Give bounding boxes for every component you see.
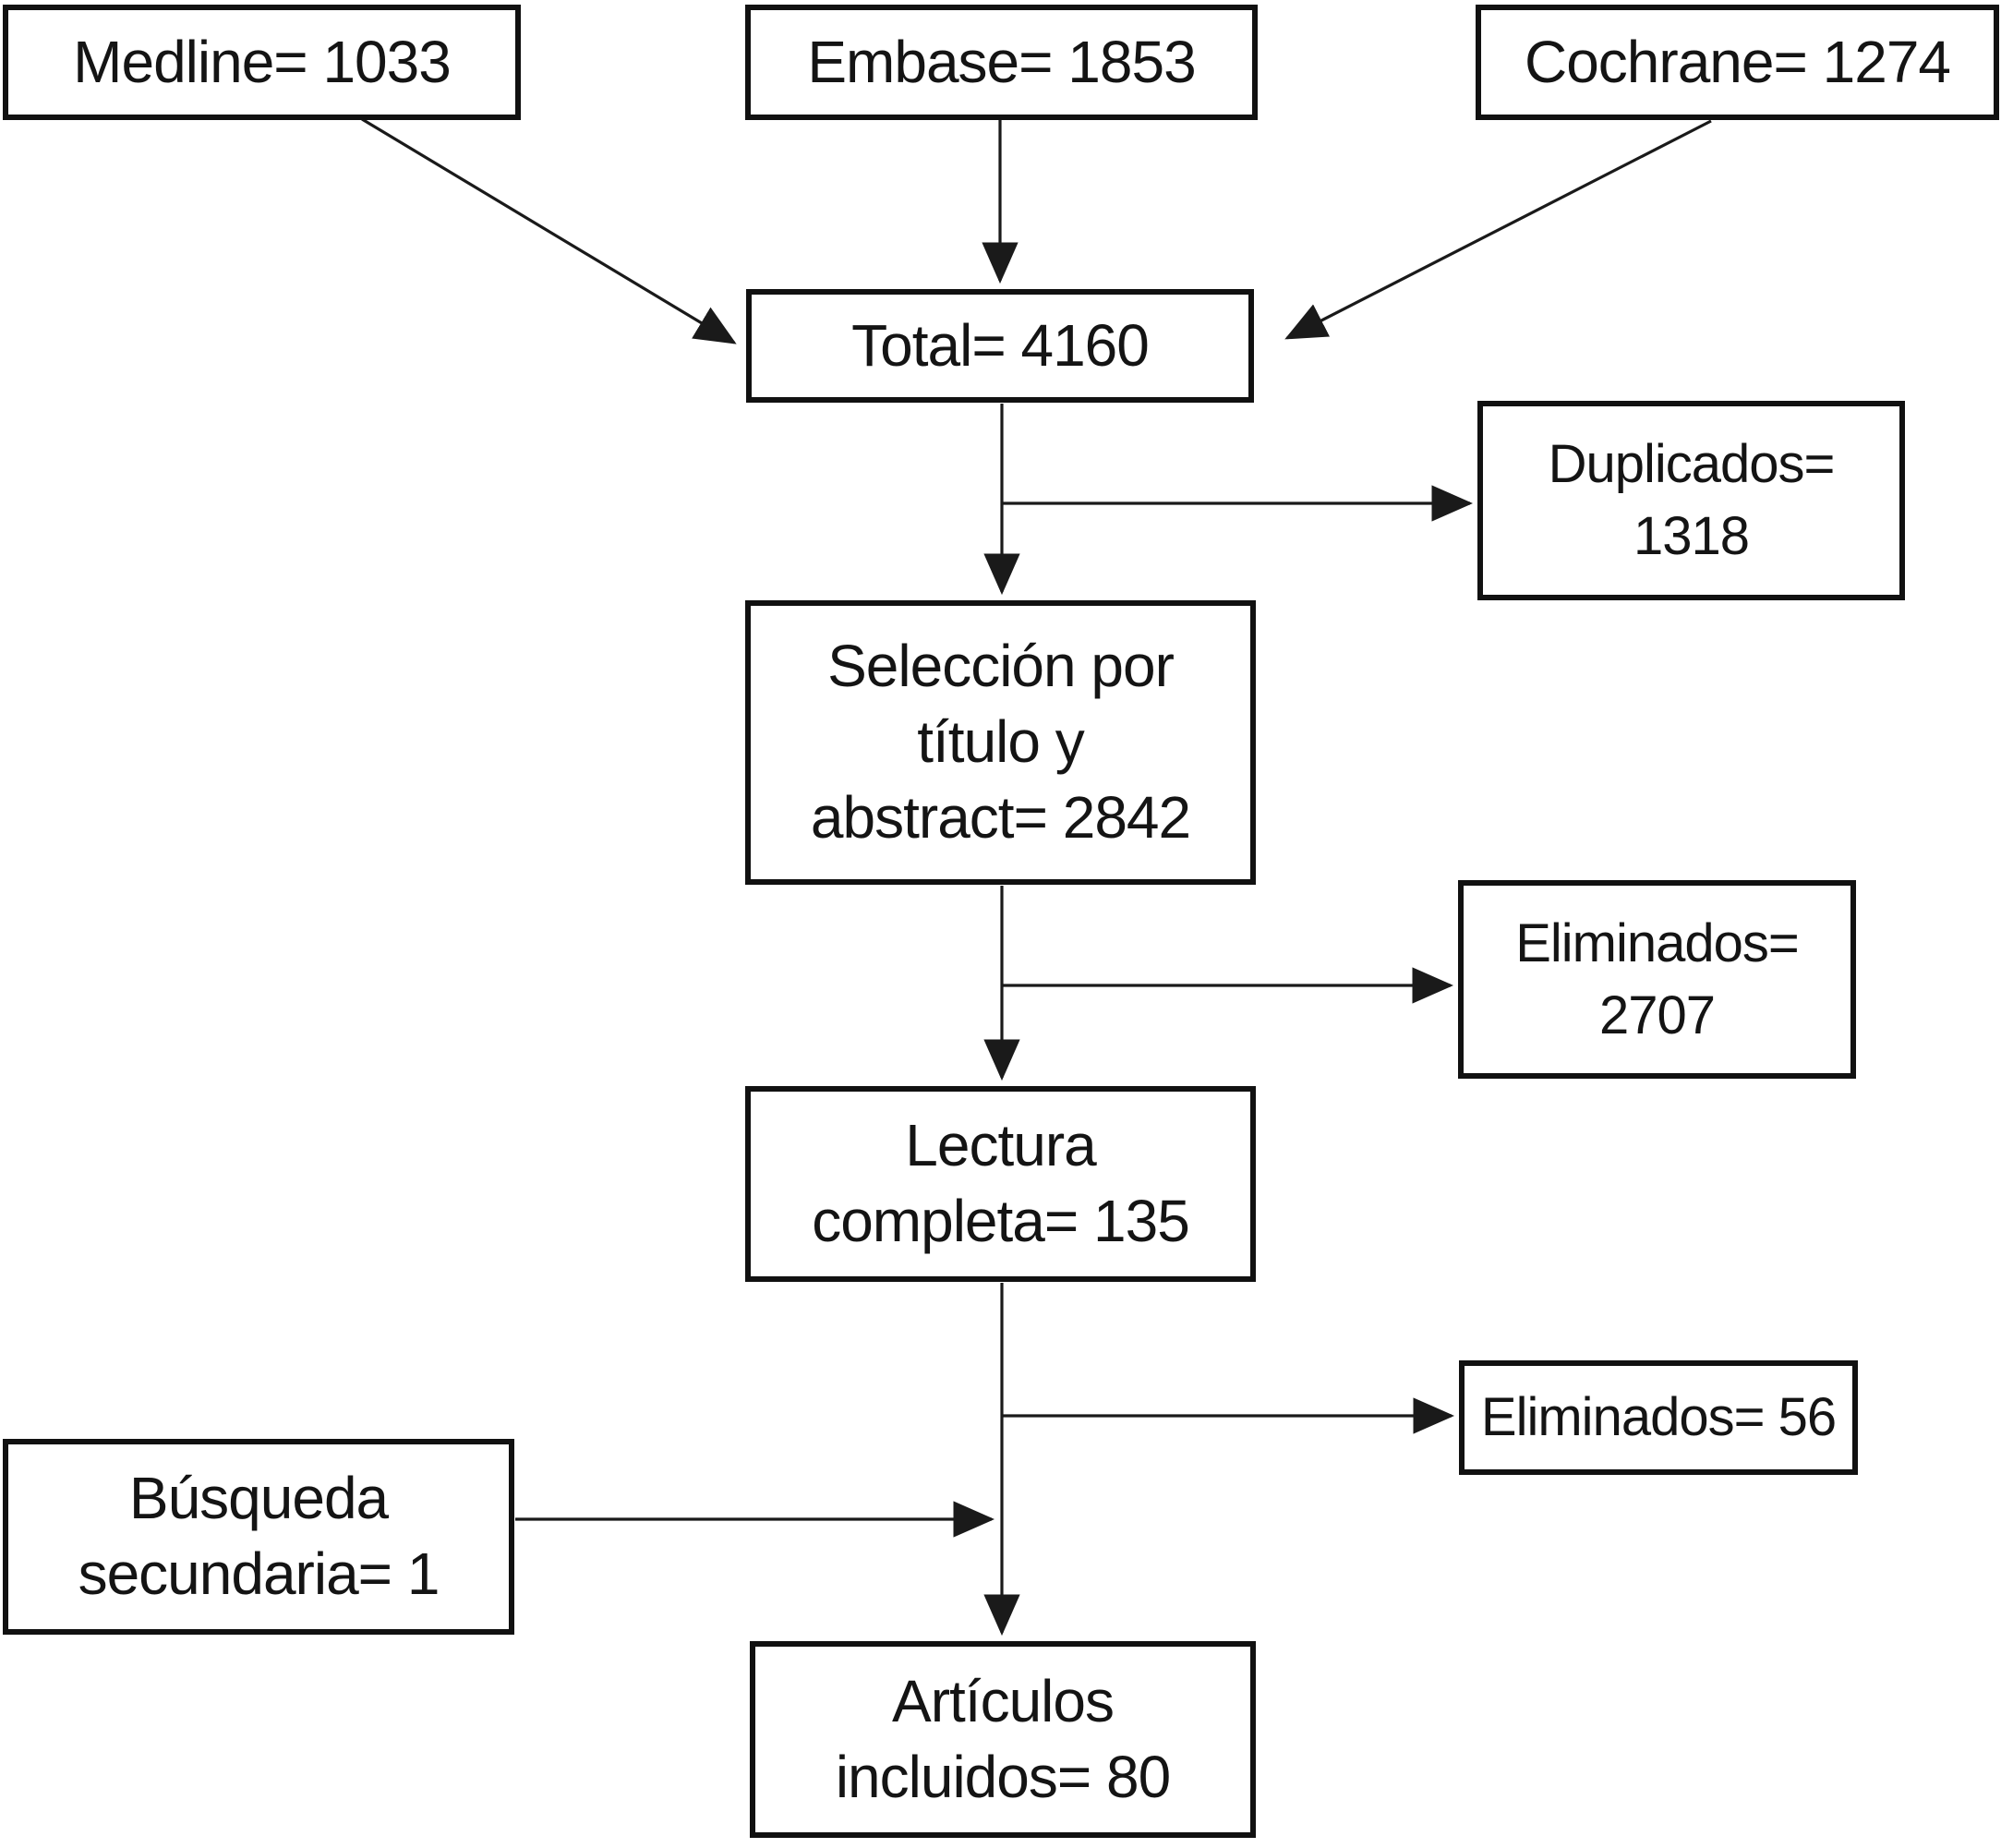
node-duplicados-label: Duplicados= 1318: [1548, 434, 1836, 566]
node-medline-label: Medline= 1033: [73, 28, 452, 95]
node-lectura-label: Lectura completa= 135: [812, 1112, 1190, 1254]
node-seleccion-titulo-abstract: Selección por título y abstract= 2842: [745, 600, 1256, 885]
node-busqueda-label: Búsqueda secundaria= 1: [78, 1465, 440, 1607]
node-medline: Medline= 1033: [3, 5, 521, 120]
node-cochrane: Cochrane= 1274: [1476, 5, 1999, 120]
node-duplicados: Duplicados= 1318: [1477, 401, 1905, 600]
arrow-cochrane-to-total: [1284, 119, 1712, 340]
node-articulos-incluidos: Artículos incluidos= 80: [750, 1641, 1256, 1838]
node-articulos-label: Artículos incluidos= 80: [835, 1667, 1171, 1810]
node-seleccion-label: Selección por título y abstract= 2842: [810, 633, 1191, 851]
node-busqueda-secundaria: Búsqueda secundaria= 1: [3, 1439, 514, 1635]
node-eliminados-lectura-label: Eliminados= 56: [1480, 1387, 1837, 1448]
node-cochrane-label: Cochrane= 1274: [1524, 28, 1951, 95]
arrow-medline-to-total: [361, 117, 737, 344]
node-total: Total= 4160: [746, 289, 1254, 403]
node-embase: Embase= 1853: [745, 5, 1258, 120]
node-eliminados-titulo: Eliminados= 2707: [1458, 880, 1856, 1079]
node-embase-label: Embase= 1853: [807, 28, 1196, 95]
node-lectura-completa: Lectura completa= 135: [745, 1086, 1256, 1282]
node-eliminados-titulo-label: Eliminados= 2707: [1515, 912, 1800, 1045]
node-eliminados-lectura: Eliminados= 56: [1459, 1360, 1858, 1475]
node-total-label: Total= 4160: [851, 311, 1150, 379]
